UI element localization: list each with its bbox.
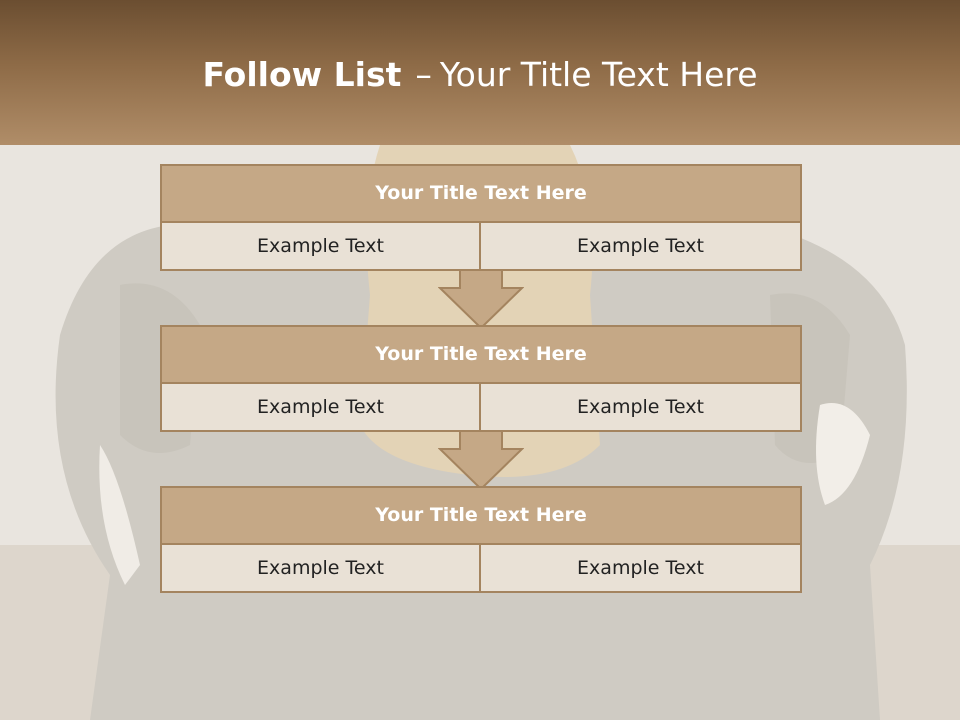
step-cell-left: Example Text	[160, 382, 481, 432]
step-block-1: Your Title Text Here Example Text Exampl…	[160, 164, 802, 271]
step-row: Example Text Example Text	[160, 221, 802, 271]
step-row: Example Text Example Text	[160, 543, 802, 593]
step-cell-right: Example Text	[479, 543, 802, 593]
step-cell-left: Example Text	[160, 221, 481, 271]
step-title: Your Title Text Here	[160, 486, 802, 545]
step-block-3: Your Title Text Here Example Text Exampl…	[160, 486, 802, 593]
step-title: Your Title Text Here	[160, 164, 802, 223]
step-title: Your Title Text Here	[160, 325, 802, 384]
step-cell-right: Example Text	[479, 382, 802, 432]
title-main: Follow List	[202, 55, 402, 94]
title-subtitle: Your Title Text Here	[439, 55, 758, 94]
slide-title: Follow List–Your Title Text Here	[0, 50, 960, 100]
step-row: Example Text Example Text	[160, 382, 802, 432]
down-arrow-icon	[438, 431, 524, 491]
header-bar: Follow List–Your Title Text Here	[0, 0, 960, 145]
step-cell-left: Example Text	[160, 543, 481, 593]
down-arrow-icon	[438, 270, 524, 330]
title-separator: –	[415, 55, 432, 94]
step-block-2: Your Title Text Here Example Text Exampl…	[160, 325, 802, 432]
step-cell-right: Example Text	[479, 221, 802, 271]
